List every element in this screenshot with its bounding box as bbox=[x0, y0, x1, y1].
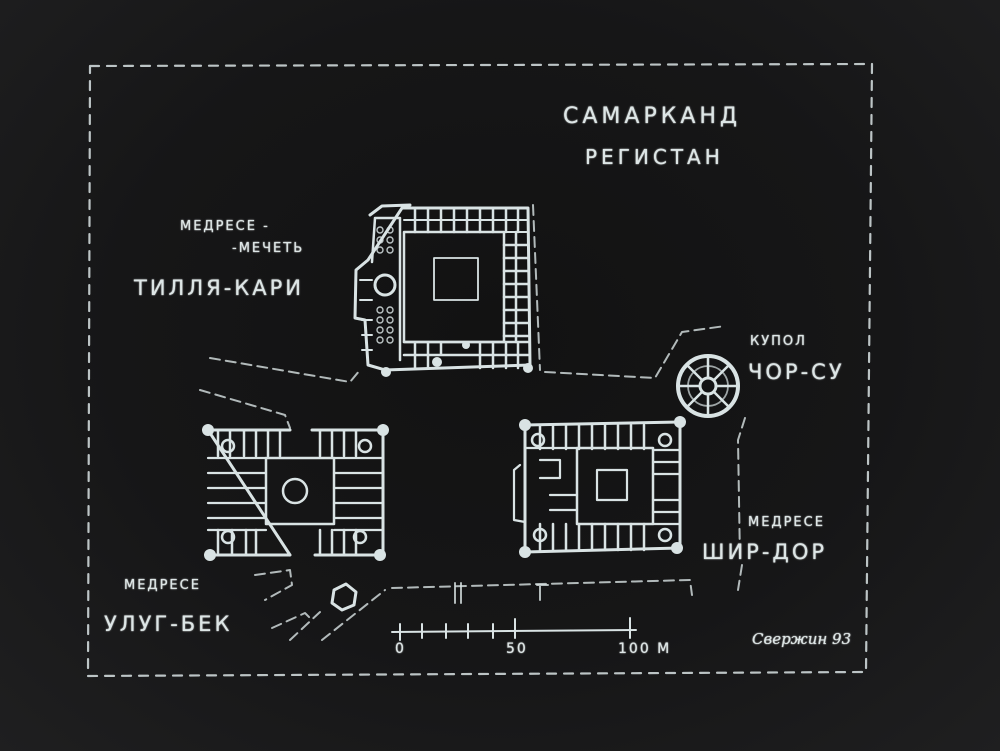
scale-tick-100: 100 М bbox=[618, 641, 672, 657]
street-lines bbox=[199, 204, 746, 641]
artist-signature: Свержин 93 bbox=[752, 630, 852, 648]
chor-su-type: КУПОЛ bbox=[750, 334, 807, 349]
square-title: РЕГИСТАН bbox=[585, 145, 724, 169]
tillya-kari-name: ТИЛЛЯ-КАРИ bbox=[134, 276, 304, 300]
ulugbek-type: МЕДРЕСЕ bbox=[124, 578, 201, 593]
ulugbek-name: УЛУГ-БЕК bbox=[104, 612, 233, 636]
tillya-kari-type-line2: -МЕЧЕТЬ bbox=[232, 241, 305, 256]
ulugbek-plan bbox=[202, 424, 389, 561]
tillya-kari-plan bbox=[353, 203, 533, 377]
scale-tick-50: 50 bbox=[506, 641, 528, 657]
chor-su-name: ЧОР-СУ bbox=[748, 360, 845, 384]
sher-dor-plan bbox=[512, 416, 686, 558]
city-title: САМАРКАНД bbox=[563, 104, 742, 129]
scale-tick-0: 0 bbox=[395, 641, 406, 657]
small-octagon-structure bbox=[330, 582, 358, 612]
tillya-kari-type-line1: МЕДРЕСЕ - bbox=[180, 219, 270, 234]
sher-dor-type: МЕДРЕСЕ bbox=[748, 515, 825, 530]
sher-dor-name: ШИР-ДОР bbox=[702, 540, 828, 564]
chor-su-dome-plan bbox=[676, 354, 740, 418]
scale-bar bbox=[391, 617, 637, 641]
dashed-frame bbox=[86, 62, 874, 678]
